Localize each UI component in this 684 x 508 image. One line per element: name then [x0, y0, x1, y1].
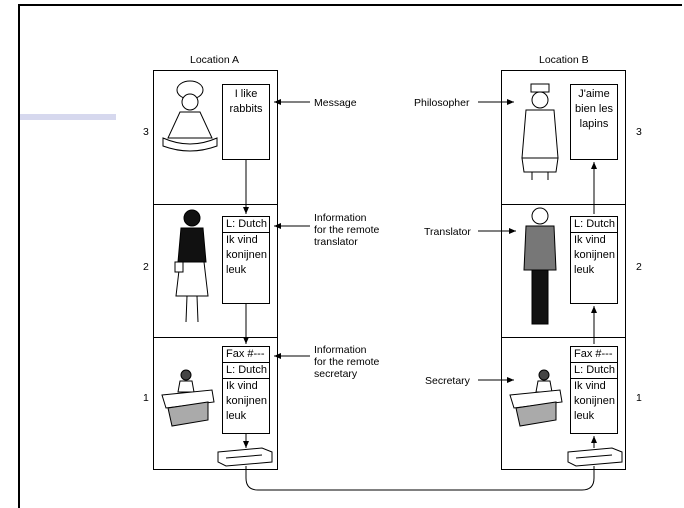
layer-number-3-b: 3 — [636, 126, 642, 138]
layer-number-3-a: 3 — [143, 126, 149, 138]
layer-divider — [502, 204, 625, 205]
message-label: Message — [314, 97, 357, 109]
dutch-line: leuk — [574, 410, 595, 422]
secretary-document-a: Fax #--- L: Dutch Ik vind konijnen leuk — [222, 346, 270, 434]
layer-number-1-a: 1 — [143, 392, 149, 404]
layer-number-2-a: 2 — [143, 261, 149, 273]
translator-a-figure — [174, 209, 209, 323]
network-link — [245, 466, 595, 491]
philosopher-b-figure — [521, 83, 559, 180]
dutch-line: Ik vind — [574, 380, 606, 392]
layer-divider — [502, 337, 625, 338]
translator-document-b: L: Dutch Ik vind konijnen leuk — [570, 216, 618, 304]
language-header: L: Dutch — [571, 217, 617, 233]
dutch-line: leuk — [226, 264, 247, 276]
translator-document-a: L: Dutch Ik vind konijnen leuk — [222, 216, 270, 304]
message-document-b: J'aime bien les lapins — [570, 84, 618, 160]
label-line: for the remote — [314, 356, 380, 368]
dutch-line: leuk — [226, 410, 247, 422]
message-line: bien les — [575, 103, 613, 115]
philosopher-a-figure — [162, 80, 218, 152]
label-line: Information — [314, 344, 367, 356]
dutch-line: konijnen — [226, 249, 267, 261]
secretary-b-figure — [509, 369, 563, 427]
dutch-line: leuk — [574, 264, 595, 276]
label-line: for the remote — [314, 224, 380, 236]
dutch-line: konijnen — [574, 249, 615, 261]
location-a-title: Location A — [190, 54, 240, 66]
location-b-title: Location B — [539, 54, 589, 66]
label-line: translator — [314, 236, 358, 248]
layer-divider — [154, 337, 277, 338]
message-document-a: I like rabbits — [222, 84, 270, 160]
info-secretary-label: Information for the remote secretary — [314, 344, 379, 380]
translator-label: Translator — [424, 226, 471, 238]
dutch-line: Ik vind — [226, 234, 258, 246]
fax-machine-a — [217, 447, 273, 467]
dutch-line: konijnen — [574, 395, 615, 407]
layer-number-1-b: 1 — [636, 392, 642, 404]
message-line: lapins — [579, 118, 609, 130]
label-line: Information — [314, 212, 367, 224]
message-line: I like — [234, 88, 258, 100]
info-translator-label: Information for the remote translator — [314, 212, 379, 248]
secretary-document-b: Fax #--- L: Dutch Ik vind konijnen leuk — [570, 346, 618, 434]
fax-header: Fax #--- — [223, 347, 269, 363]
layer-divider — [154, 204, 277, 205]
fax-machine-b — [567, 447, 623, 467]
label-line: secretary — [314, 368, 358, 380]
philosopher-label: Philosopher — [414, 97, 470, 109]
dutch-line: konijnen — [226, 395, 267, 407]
accent-bar — [20, 114, 116, 120]
language-header: L: Dutch — [223, 217, 269, 233]
dutch-line: Ik vind — [226, 380, 258, 392]
language-header: L: Dutch — [571, 363, 617, 379]
fax-header: Fax #--- — [571, 347, 617, 363]
dutch-line: Ik vind — [574, 234, 606, 246]
layer-number-2-b: 2 — [636, 261, 642, 273]
slide-frame — [18, 4, 682, 508]
secretary-label: Secretary — [425, 375, 470, 387]
language-header: L: Dutch — [223, 363, 269, 379]
message-line: J'aime — [578, 88, 610, 100]
secretary-a-figure — [161, 369, 215, 427]
translator-b-figure — [523, 207, 557, 325]
message-line: rabbits — [229, 103, 263, 115]
